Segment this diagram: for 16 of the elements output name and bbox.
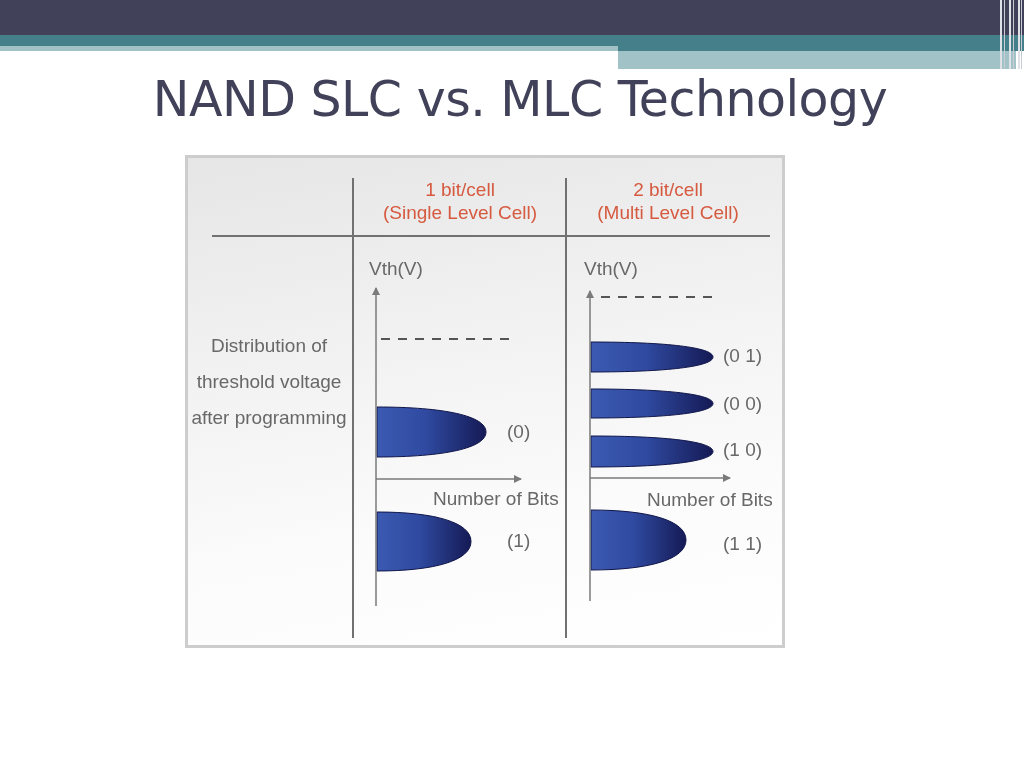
axis-label: Number of Bits [647,489,773,511]
column-header: 2 bit/cell [633,179,703,201]
axis-label: Vth(V) [584,258,638,280]
state-label: (1 1) [723,533,763,555]
state-label: (1) [507,530,531,552]
state-label: (0 1) [723,345,763,367]
column-header: 1 bit/cell [425,179,495,201]
axis-label: Vth(V) [369,258,423,280]
column-header: (Multi Level Cell) [597,202,739,224]
state-label: (0) [507,421,531,443]
slide-title: NAND SLC vs. MLC Technology [152,72,888,129]
axis-label: Number of Bits [433,488,559,510]
column-header: (Single Level Cell) [382,202,538,224]
state-label: (1 0) [723,439,763,461]
state-label: (0 0) [723,393,763,415]
row-header: Distribution of threshold voltage after programming [190,334,348,430]
